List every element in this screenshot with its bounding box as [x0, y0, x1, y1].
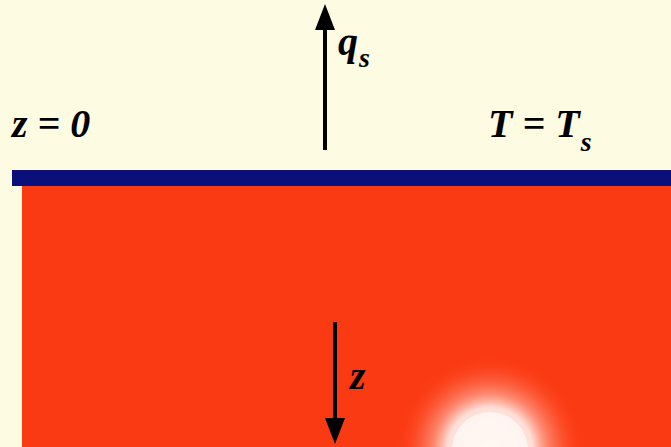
heat-flux-label: q	[338, 22, 358, 62]
heat-source-glow	[395, 355, 585, 447]
surface-position-label: z = 0	[12, 104, 90, 144]
subscript: s	[359, 44, 370, 72]
z-axis-arrow	[325, 322, 345, 444]
heat-source	[452, 412, 528, 447]
depth-axis-label: z	[350, 356, 366, 396]
flux-arrow	[315, 4, 335, 150]
subscript: s	[581, 128, 592, 156]
surface-temperature-label: T = T	[488, 104, 580, 144]
surface-plate	[12, 170, 671, 186]
